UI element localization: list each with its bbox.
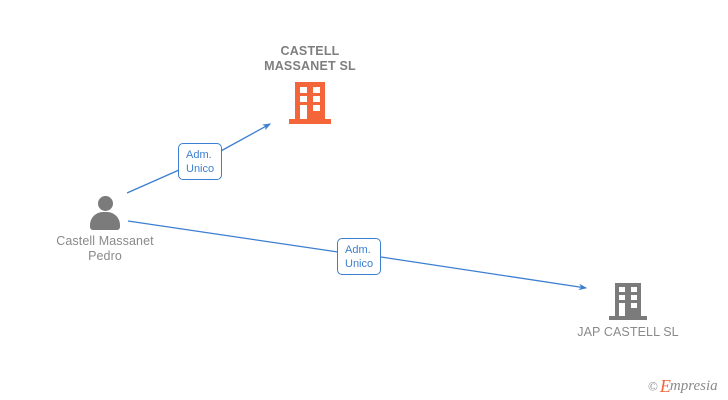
copyright-icon: © [648, 378, 658, 394]
building-base-shape [609, 316, 647, 320]
node-person[interactable]: Castell Massanet Pedro [45, 196, 165, 264]
edge-line-person-to-castell-massanet-arrow [218, 123, 272, 153]
watermark-brand-initial: E [659, 376, 671, 396]
building-tower-shape [615, 283, 641, 316]
page-title: CASTELL MASSANET SL [264, 44, 356, 73]
edge-label-adm-unico-2[interactable]: Adm. Unico [337, 238, 382, 275]
building-base-shape [289, 119, 331, 124]
node-person-label: Castell Massanet Pedro [56, 234, 154, 263]
node-company-castell-massanet[interactable]: CASTELL MASSANET SL [250, 44, 370, 124]
edge-label-adm-unico-1[interactable]: Adm. Unico [178, 143, 223, 180]
watermark-empresia: ©Empresia [648, 376, 718, 397]
building-tower-shape [295, 82, 325, 120]
building-icon [250, 82, 370, 124]
person-body-shape [90, 212, 120, 230]
building-icon [568, 283, 688, 320]
person-icon [45, 196, 165, 230]
person-head-shape [97, 196, 113, 211]
node-company-jap-castell-label: JAP CASTELL SL [577, 325, 679, 339]
watermark-brand-rest: mpresia [669, 378, 718, 394]
edge-line-person-to-jap-castell-arrow [380, 256, 588, 291]
node-company-jap-castell[interactable]: JAP CASTELL SL [568, 283, 688, 340]
edge-line-person-to-castell-massanet [126, 169, 180, 194]
